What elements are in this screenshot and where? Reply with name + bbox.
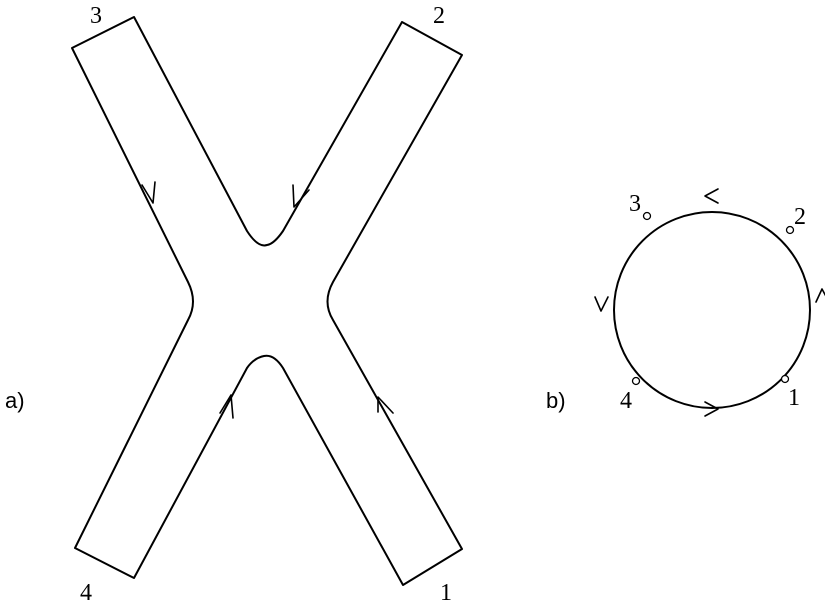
circle-label-2: 2 xyxy=(794,204,806,230)
port-label-1: 1 xyxy=(440,580,452,603)
arrow-circle-right xyxy=(815,288,825,303)
arrow-edge-1 xyxy=(377,396,394,414)
panel-label-a: a) xyxy=(5,388,25,413)
arrow-edge-2 xyxy=(292,184,310,208)
circle-diagram: 1 2 3 4 b) xyxy=(546,188,825,417)
port-label-4: 4 xyxy=(80,580,92,603)
circle-point-4 xyxy=(631,376,641,386)
circle-label-1: 1 xyxy=(788,385,800,411)
x-boundary xyxy=(71,16,463,586)
arrow-circle-left xyxy=(594,296,609,312)
circle-label-3: 3 xyxy=(629,191,641,217)
arrow-edge-3 xyxy=(141,181,156,204)
circle-point-3 xyxy=(642,211,652,221)
arrow-circle-top xyxy=(704,188,719,204)
arrow-circle-bottom xyxy=(704,401,719,417)
panel-label-b: b) xyxy=(546,388,566,413)
arrow-edge-4 xyxy=(219,394,234,419)
circle-point-2 xyxy=(785,225,795,235)
circle-boundary xyxy=(613,211,811,409)
x-junction-diagram: 1 2 3 4 a) xyxy=(5,3,463,603)
circle-point-1 xyxy=(780,374,790,384)
port-label-2: 2 xyxy=(433,3,445,29)
circle-label-4: 4 xyxy=(620,388,632,414)
port-label-3: 3 xyxy=(90,3,102,29)
